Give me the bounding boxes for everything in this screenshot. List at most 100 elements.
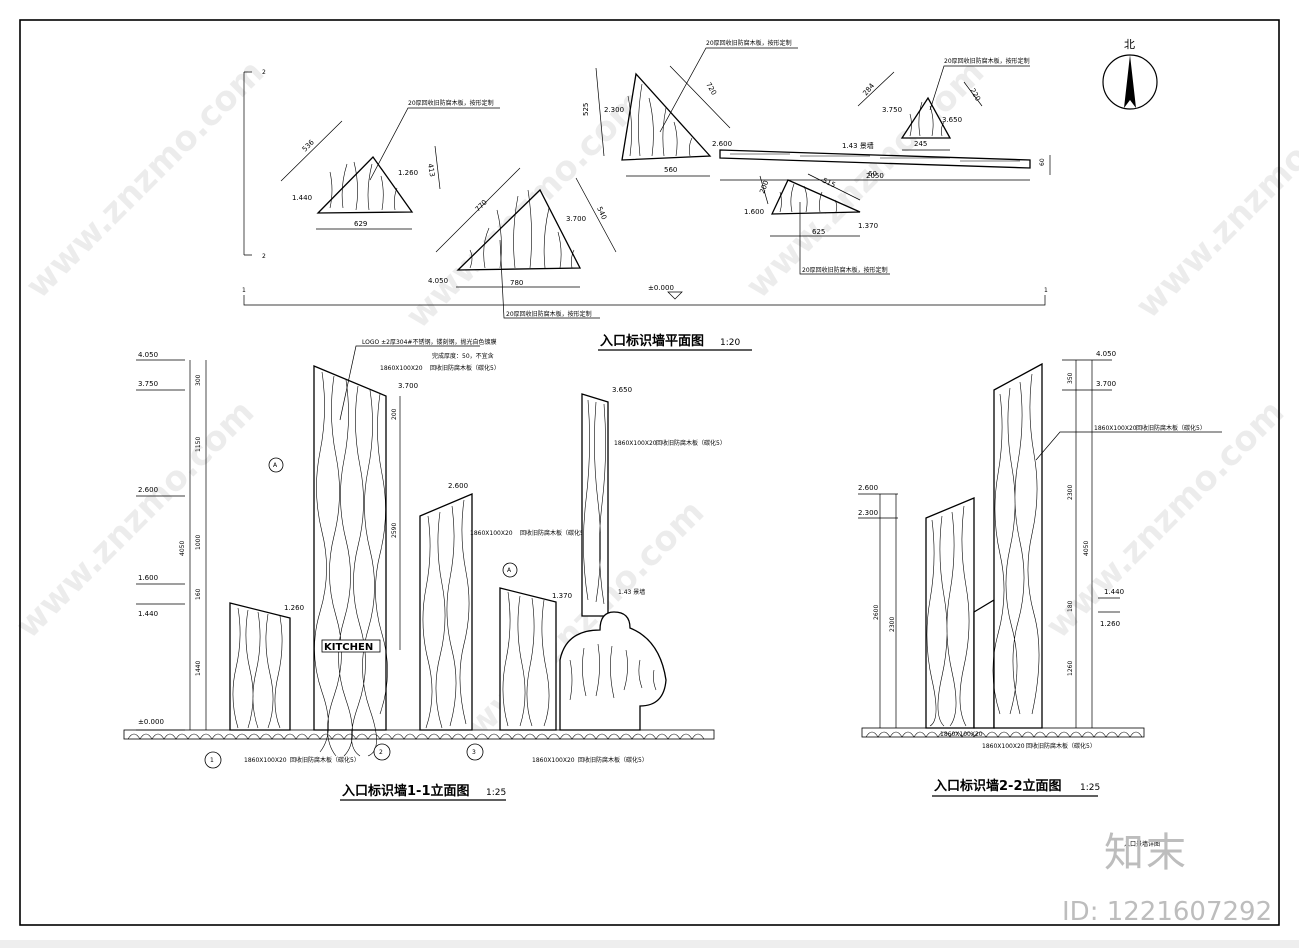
- material-note: 20厚回收旧防腐木板，按形定制: [408, 99, 494, 107]
- leader-line: [499, 239, 600, 319]
- board-note: 回收旧防腐木板（碳化5）: [1136, 424, 1206, 432]
- dim-label: 200: [391, 408, 398, 420]
- watermark: www.znzmo.com: [1128, 72, 1299, 326]
- wood-grain: [926, 505, 970, 727]
- section-callout: [466, 743, 484, 761]
- elev-label: 1.440: [138, 610, 158, 618]
- material-note: 20厚回收旧防腐木板，按形定制: [506, 310, 592, 318]
- dim-label: 1150: [195, 437, 202, 452]
- dim-label: 770: [474, 198, 489, 213]
- dim-label: 2600: [873, 605, 880, 620]
- dim-label: 629: [354, 220, 367, 228]
- dim-label: 525: [582, 103, 590, 116]
- wood-grain: [502, 591, 550, 727]
- board-spec: 1860X100X20: [244, 757, 287, 764]
- elev2-title: 入口标识墙2-2立面图: [934, 778, 1062, 794]
- wood-panel: [993, 362, 1043, 729]
- elev-label: 1.260: [398, 169, 418, 177]
- leader-line: [369, 107, 500, 181]
- elev-label: ±0.000: [648, 284, 674, 292]
- dim-label: 350: [1067, 372, 1074, 384]
- detail-stamp: 入口景墙详图: [1124, 840, 1160, 848]
- watermark: www.znzmo.com: [8, 392, 262, 646]
- dim-label: 413: [426, 163, 436, 178]
- wood-grain: [569, 643, 657, 701]
- sheet-frame: [19, 19, 1280, 926]
- wood-grain: [469, 189, 575, 269]
- wood-grain: [730, 153, 1020, 162]
- plan-plank: [719, 149, 1031, 169]
- wood-panel: [973, 598, 995, 729]
- section-callout: [502, 562, 518, 578]
- board-note: 回收旧防腐木板（碳化5）: [1026, 742, 1096, 750]
- section-callout: [204, 751, 222, 769]
- wood-panel: [419, 493, 473, 731]
- dim-label: 540: [595, 205, 608, 221]
- elev-label: 2.600: [712, 140, 732, 148]
- elev2-scale: 1:25: [1080, 783, 1100, 793]
- ground-hatch: [865, 731, 1143, 738]
- callout-label: 3: [472, 749, 476, 756]
- wood-grain: [627, 83, 693, 157]
- animal-sculpture: [559, 611, 667, 731]
- wood-panel: [313, 365, 387, 731]
- wood-grain: [329, 161, 398, 211]
- board-spec: 1860X100X20: [532, 757, 575, 764]
- wood-grain: [779, 183, 838, 213]
- north-label: 北: [1124, 38, 1135, 51]
- elevation-2-2: 2.600 2.300 2600 2300 4.050 3.700 1.440 …: [858, 350, 1222, 797]
- elev-label: 1.260: [284, 604, 304, 612]
- elev-label: 1.370: [552, 592, 572, 600]
- elev-label: 4.050: [138, 351, 158, 359]
- wood-grain: [909, 101, 945, 137]
- elevation-1-1: 4.050 3.750 2.600 1.600 1.440 ±0.000 300…: [123, 338, 726, 801]
- north-arrow: 北: [1102, 38, 1158, 110]
- dim-label: 2300: [889, 617, 896, 632]
- dim-label: 245: [914, 140, 927, 148]
- dim-label: 720: [704, 81, 718, 97]
- material-note: 20厚回收旧防腐木板，按形定制: [706, 39, 792, 47]
- elev-label: 1.600: [744, 208, 764, 216]
- elev-label: 3.650: [612, 386, 632, 394]
- plan-wall-4: [900, 96, 952, 139]
- dim-label: 60: [1039, 158, 1046, 166]
- material-note: 20厚回收旧防腐木板，按形定制: [944, 57, 1030, 65]
- elev-label: 1.440: [1104, 588, 1124, 596]
- board-spec: 1860X100X20: [940, 731, 983, 738]
- elev-label: 4.050: [1096, 350, 1116, 358]
- section-callout: [268, 457, 284, 473]
- level-markers: 4.050 3.750 2.600 1.600 1.440 ±0.000 300…: [136, 351, 207, 731]
- pole-note: 1.43 景墙: [618, 588, 645, 596]
- level-symbol: [667, 291, 683, 300]
- wood-grain: [232, 607, 283, 729]
- plan-wall-1: [316, 155, 414, 214]
- wood-grain: [583, 399, 606, 605]
- board-spec: 1860X100X20: [380, 365, 423, 372]
- material-note: 20厚回收旧防腐木板，按形定制: [802, 266, 888, 274]
- elev-label: 1.440: [292, 194, 312, 202]
- callout-label: A: [507, 567, 512, 574]
- level-lines: [1062, 359, 1120, 728]
- dim-label: 180: [1067, 600, 1074, 612]
- section-callout: [373, 743, 391, 761]
- dim-label: 780: [510, 279, 523, 287]
- elev-label: 2.600: [138, 486, 158, 494]
- leader-line: [339, 345, 480, 421]
- dim-label: 2050: [866, 172, 884, 180]
- section-mark: 1: [1044, 287, 1048, 294]
- board-note: 回收旧防腐木板（碳化5）: [656, 439, 726, 447]
- plan-view: 2 2 1 1 536 629 413 1.440 1.260 20厚回收旧防腐…: [242, 38, 1158, 351]
- image-id: ID: 1221607292: [1062, 897, 1272, 927]
- logo-text: KITCHEN: [324, 642, 373, 653]
- wood-grain: [992, 373, 1040, 715]
- elev-label: 3.700: [1096, 380, 1116, 388]
- dim-label: 1000: [195, 535, 202, 550]
- plan-scale: 1:20: [720, 338, 740, 348]
- section-line-2: [243, 71, 252, 256]
- board-note: 回收旧防腐木板（碳化5）: [578, 756, 648, 764]
- elev-label: 3.750: [138, 380, 158, 388]
- elev-label: 3.700: [398, 382, 418, 390]
- dimension-line: [759, 173, 861, 237]
